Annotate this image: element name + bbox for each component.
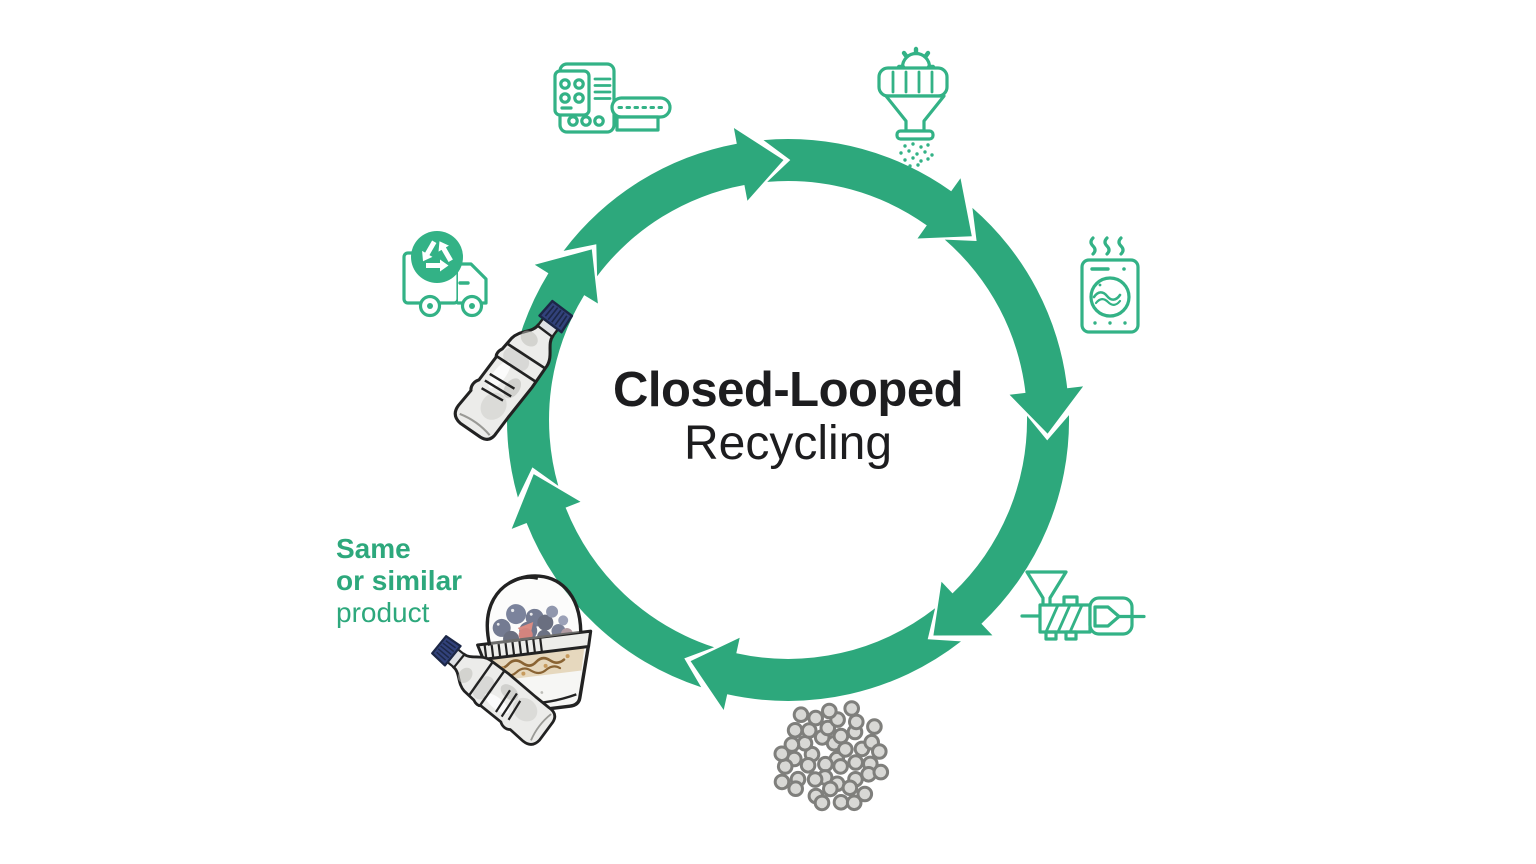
- output-label-line-1: Same: [336, 533, 411, 564]
- pellet: [773, 745, 791, 763]
- recycling-truck-icon: [402, 231, 488, 318]
- pellet: [843, 700, 861, 717]
- pellet: [773, 773, 791, 791]
- output-label-line-3: product: [336, 597, 430, 628]
- pellet: [799, 757, 817, 774]
- pellet: [813, 794, 831, 812]
- cycle-arrow-segment: [944, 207, 1084, 434]
- title-line-2: Recycling: [683, 417, 893, 470]
- recycle-badge: [411, 231, 463, 283]
- diagram-title: Closed-Looped Recycling: [612, 363, 964, 472]
- grinder-icon: [877, 46, 949, 168]
- pellet: [841, 779, 859, 797]
- pellet: [837, 741, 854, 758]
- pellet: [832, 727, 850, 745]
- plastic-pellets: [773, 700, 890, 812]
- pellet: [871, 743, 888, 760]
- pellet: [786, 722, 804, 739]
- pellet: [806, 771, 824, 788]
- pellet: [848, 713, 865, 731]
- cycle-arrow-segment: [933, 415, 1070, 636]
- pellet: [832, 794, 850, 811]
- pellet: [792, 706, 810, 724]
- pellet: [856, 785, 874, 803]
- pellet: [866, 718, 883, 735]
- extruder-icon: [1020, 570, 1146, 641]
- pellet: [872, 763, 890, 781]
- cycle-arrow-segment: [563, 128, 784, 277]
- washing-machine-icon: [1080, 236, 1140, 334]
- output-label-line-2: or similar: [336, 565, 463, 596]
- cycle-arrow-segment: [690, 608, 961, 710]
- cycle-arrow-segment: [507, 249, 598, 498]
- pellet: [822, 780, 839, 798]
- pellet: [807, 709, 825, 727]
- sorting-machine-icon: [553, 62, 672, 134]
- pellet: [847, 754, 865, 771]
- pellet: [832, 758, 849, 775]
- title-line-1: Closed-Looped: [612, 363, 964, 417]
- cycle-arrow-segment: [511, 474, 715, 688]
- pellet: [845, 794, 863, 812]
- output-product-label: Same or similar product: [336, 533, 462, 629]
- cycle-ring: [507, 128, 1084, 710]
- pellet: [821, 702, 838, 720]
- cycle-arrow-segment: [763, 139, 972, 239]
- pellet: [787, 780, 805, 798]
- pellet: [817, 755, 834, 773]
